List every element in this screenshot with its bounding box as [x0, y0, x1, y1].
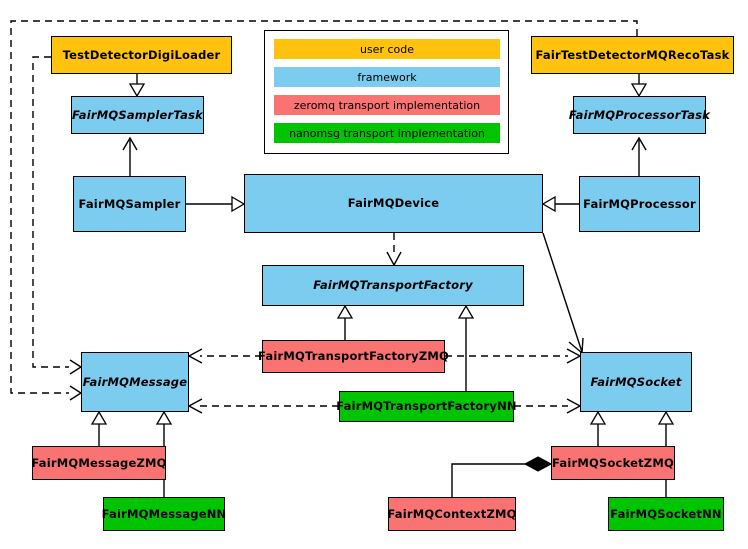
node-fairmq-device[interactable]: FairMQDevice [244, 174, 543, 233]
edge-processor-device [541, 195, 579, 213]
edge-tfzmq-transportfactory [336, 304, 354, 340]
edge-tfzmq-socket [445, 348, 582, 364]
node-fairmq-socket-nn[interactable]: FairMQSocketNN [608, 497, 724, 531]
legend-label-user-code: user code [359, 42, 415, 56]
node-test-detector-digi-loader[interactable]: TestDetectorDigiLoader [51, 36, 232, 74]
node-fairmq-message-zmq[interactable]: FairMQMessageZMQ [31, 446, 166, 480]
legend-item-user-code: user code [274, 39, 500, 59]
edge-recotask-processortask [630, 74, 648, 98]
node-fairmq-message[interactable]: FairMQMessage [81, 352, 189, 412]
edge-tfnn-socket [514, 398, 582, 414]
legend-item-framework: framework [274, 67, 500, 87]
node-fair-test-detector-mq-reco-task[interactable]: FairTestDetectorMQRecoTask [531, 36, 734, 74]
node-fairmq-context-zmq[interactable]: FairMQContextZMQ [387, 497, 516, 531]
legend-label-zeromq: zeromq transport implementation [293, 98, 481, 112]
edge-digiloader-samplertask [128, 74, 146, 98]
legend-panel: user code framework zeromq transport imp… [264, 30, 509, 154]
legend-label-nanomsg: nanomsg transport implementation [289, 126, 485, 140]
edge-messagezmq-message [90, 410, 108, 446]
legend-label-framework: framework [357, 70, 417, 84]
node-fairmq-transport-factory-nn[interactable]: FairMQTransportFactoryNN [336, 391, 517, 422]
node-fairmq-sampler-task[interactable]: FairMQSamplerTask [71, 96, 204, 134]
legend-item-nanomsg: nanomsg transport implementation [274, 123, 500, 143]
node-fairmq-sampler[interactable]: FairMQSampler [73, 176, 186, 232]
node-fairmq-socket[interactable]: FairMQSocket [580, 352, 692, 412]
node-fairmq-message-nn[interactable]: FairMQMessageNN [102, 497, 226, 531]
node-fairmq-processor-task[interactable]: FairMQProcessorTask [569, 96, 710, 134]
node-fairmq-transport-factory-zmq[interactable]: FairMQTransportFactoryZMQ [258, 340, 449, 373]
edge-tfnn-transportfactory [457, 304, 475, 391]
node-fairmq-transport-factory[interactable]: FairMQTransportFactory [262, 265, 524, 306]
node-fairmq-socket-zmq[interactable]: FairMQSocketZMQ [551, 446, 675, 480]
edge-device-transportfactory [386, 233, 402, 267]
edge-tfnn-message [187, 398, 339, 414]
edge-socketzmq-socket [589, 410, 607, 446]
node-fairmq-processor[interactable]: FairMQProcessor [579, 176, 700, 232]
edge-tfzmq-message [187, 348, 262, 364]
edge-processor-processortask [631, 136, 647, 176]
edge-contextzmq-socketzmq [451, 456, 553, 497]
legend-item-zeromq: zeromq transport implementation [274, 95, 500, 115]
edge-sampler-samplertask [122, 136, 138, 176]
edge-device-socket [542, 232, 584, 355]
edge-sampler-device [186, 195, 246, 213]
